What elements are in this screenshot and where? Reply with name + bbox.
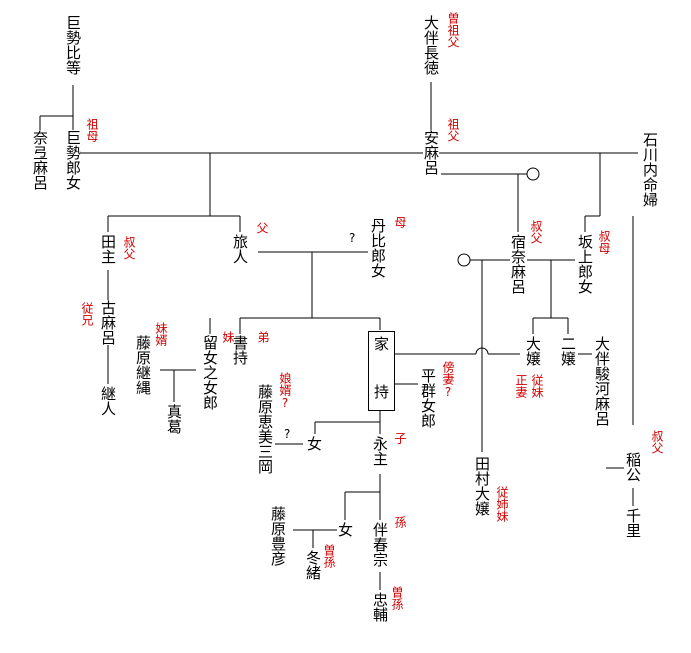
rel-mother: 母: [393, 216, 407, 228]
person-oiratsume: 大嬢: [524, 336, 542, 366]
person-kakimochi: 書持: [231, 335, 249, 365]
rel-wife-side: 傍妻?: [441, 361, 455, 399]
person-heguri-iratsume: 平群女郎: [419, 368, 437, 428]
person-tadasuke: 忠輔: [371, 592, 389, 622]
rel-son: 子: [393, 432, 407, 444]
person-sakanoue-iratsume: 坂上郎女: [576, 234, 594, 294]
rel-brother: 弟: [256, 331, 270, 343]
person-chisato: 千里: [624, 508, 642, 538]
rel-grandmother: 祖母: [85, 118, 99, 142]
rel-sister: 妹: [221, 331, 235, 343]
person-tabito: 旅人: [231, 234, 249, 264]
rel-main-wife: 正妻: [514, 374, 528, 398]
person-fujiwara-emi-mikuni: 藤原恵美三岡: [256, 384, 274, 474]
rel-uncle2: 叔父: [650, 430, 664, 454]
person-kose-irazume: 巨勢郎女: [64, 130, 82, 190]
person-ishikawa-naimyobu: 石川内命婦: [641, 132, 659, 207]
unknown-mark-1: ?: [349, 231, 356, 245]
person-yakamochi-char1: 家: [374, 335, 390, 353]
person-yakamochi-char2: 持: [374, 383, 390, 401]
person-rume-no-iratsume: 留女之女郎: [201, 335, 219, 410]
rel-grandson: 孫: [393, 516, 407, 528]
unknown-mark-2: ?: [284, 427, 291, 441]
person-tsuguhito: 継人: [99, 386, 117, 416]
person-daughter2: 女: [336, 522, 354, 537]
person-nagamushi: 永主: [371, 436, 389, 466]
rel-great-grandfather: 曽祖父: [446, 12, 460, 48]
person-daughter1: 女: [305, 436, 323, 451]
person-tamura-oiratsume: 田村大嬢: [473, 456, 491, 516]
person-mamori: 真葛: [165, 404, 183, 434]
person-otomo-surugamaro: 大伴駿河麻呂: [593, 336, 611, 426]
person-fujiwara-tadanawa: 藤原継縄: [134, 335, 152, 395]
person-otomo-harumune: 伴春宗: [371, 522, 389, 567]
person-komaro: 古麻呂: [99, 300, 117, 345]
person-tanihi-iratsume: 丹比郎女: [369, 218, 387, 278]
rel-son-in-law: 娘婿?: [278, 372, 292, 410]
rel-uncle: 叔父: [122, 236, 136, 260]
person-inakimi: 稲公: [624, 452, 642, 482]
person-yakamochi-box: 家 持: [368, 331, 395, 411]
person-fujiwara-toyohiko: 藤原豊彦: [269, 506, 287, 566]
rel-aunt: 叔母: [597, 230, 611, 254]
person-kose-hito: 巨勢比等: [64, 15, 82, 75]
person-nara-maro: 奈弖麻呂: [31, 130, 49, 190]
rel-cousin-elder: 従兄: [80, 302, 94, 326]
rel-cousin-sister: 従妹: [530, 374, 544, 398]
person-futaiyori: 二嬢: [559, 336, 577, 366]
rel-great-grandson2: 曽孫: [390, 586, 404, 610]
person-tanushi: 田主: [99, 234, 117, 264]
person-sukunamaro: 宿奈麻呂: [509, 234, 527, 294]
rel-cousin-sister2: 従姉妹: [495, 486, 509, 522]
person-yasumaro: 安麻呂: [422, 130, 440, 175]
rel-sister-in-law: 妹婿: [154, 322, 168, 346]
rel-uncle-sukunamaro: 叔父: [529, 220, 543, 244]
rel-grandfather: 祖父: [446, 118, 460, 142]
rel-great-grandson1: 曽孫: [322, 544, 336, 568]
rel-father: 父: [255, 222, 269, 234]
person-fuyutsugu: 冬緒: [304, 550, 322, 580]
person-otomo-nagatoko: 大伴長徳: [422, 15, 440, 75]
